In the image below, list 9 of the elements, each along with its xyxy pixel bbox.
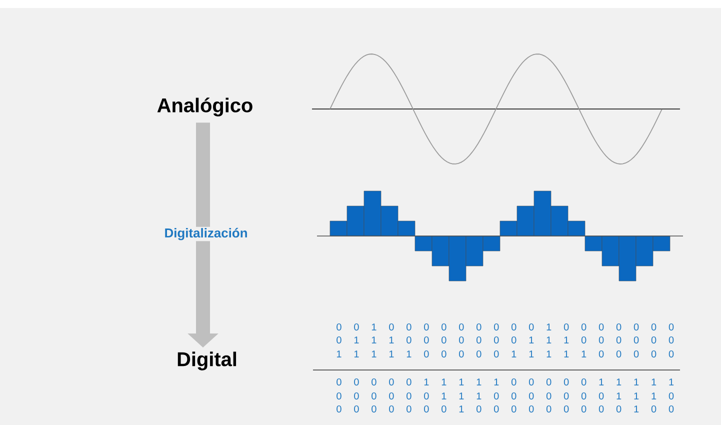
binary-row: 0 1 1 1 0 0 0 0 0 0 0 1 1 1 0 0 0 0 0 0: [336, 336, 674, 344]
binary-row: 0 0 0 0 0 0 0 1 0 0 0 0 0 0 0 0 0 1 0 0: [336, 405, 674, 413]
binary-row: 0 0 1 0 0 0 0 0 0 0 0 0 1 0 0 0 0 0 0 0: [336, 323, 674, 331]
binary-row: 0 0 0 0 0 1 1 1 1 1 0 0 0 0 0 1 1 1 1 1: [336, 378, 674, 386]
binary-row: 1 1 1 1 1 0 0 0 0 0 1 1 1 1 1 0 0 0 0 0: [336, 350, 674, 358]
edge-label: Digitalización: [163, 226, 249, 242]
heading-text: Digital: [178, 352, 236, 370]
binary-row: 0 0 0 0 0 0 1 1 1 0 0 0 0 0 0 0 1 1 1 0: [336, 392, 674, 400]
heading-text: Analógico: [157, 98, 252, 116]
